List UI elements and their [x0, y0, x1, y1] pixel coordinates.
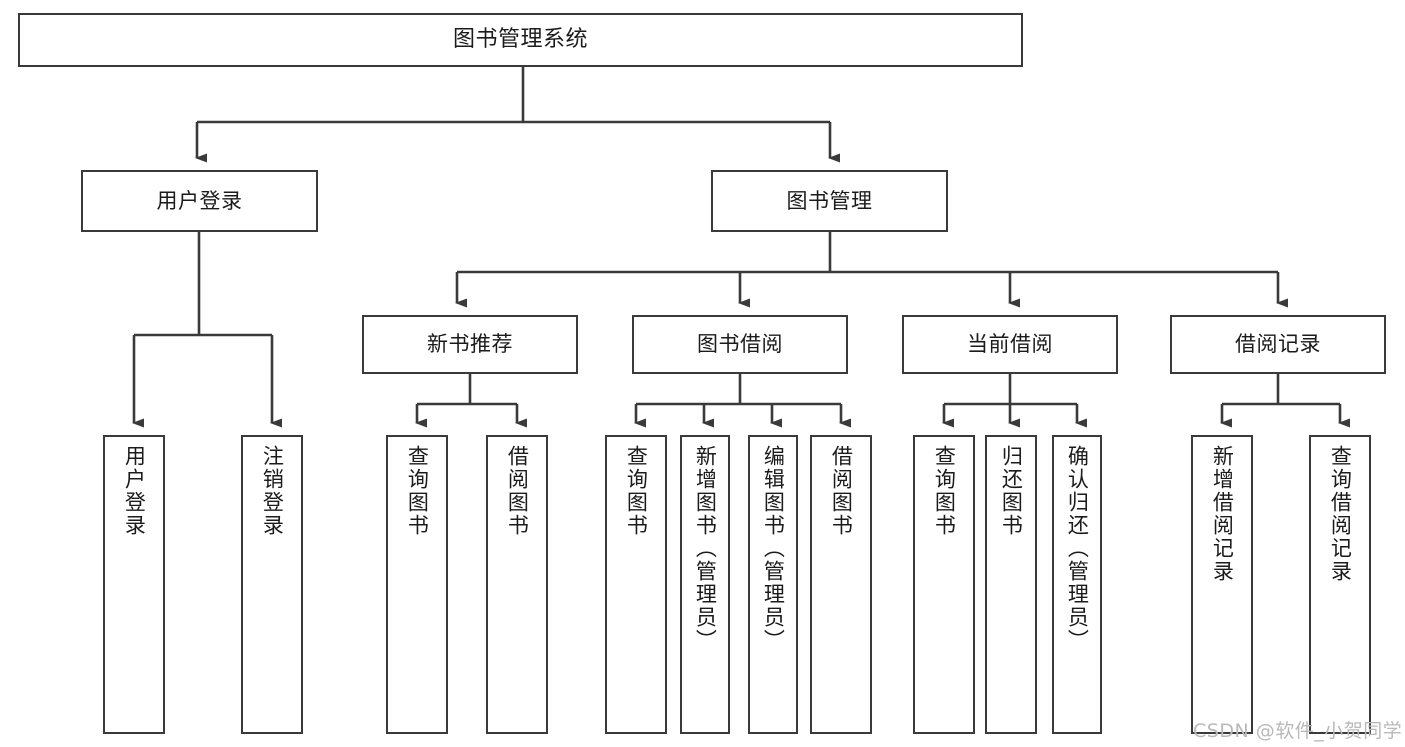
- leaf-borrow-book-recommendation[interactable]: 借阅图书: [486, 435, 548, 734]
- node-book-management[interactable]: 图书管理: [711, 170, 948, 232]
- node-label: 图书借阅: [697, 332, 783, 357]
- leaf-edit-book-admin[interactable]: 编辑图书（管理员）: [748, 435, 798, 734]
- node-current-borrowing[interactable]: 当前借阅: [902, 315, 1118, 374]
- node-label: 归还图书: [999, 445, 1024, 537]
- node-user-login[interactable]: 用户登录: [81, 170, 318, 232]
- node-label: 查询图书: [624, 445, 649, 537]
- node-label: 新书推荐: [427, 332, 513, 357]
- node-label: 用户登录: [156, 188, 243, 213]
- node-root-system[interactable]: 图书管理系统: [18, 13, 1023, 67]
- node-label: 借阅图书: [505, 445, 530, 537]
- leaf-query-book-borrowing[interactable]: 查询图书: [605, 435, 667, 734]
- leaf-add-borrow-record[interactable]: 新增借阅记录: [1191, 435, 1253, 734]
- node-label: 查询图书: [405, 445, 430, 537]
- node-label: 借阅记录: [1235, 332, 1321, 357]
- leaf-query-book-current[interactable]: 查询图书: [913, 435, 975, 734]
- node-label: 当前借阅: [967, 332, 1053, 357]
- node-label: 编辑图书（管理员）: [761, 445, 786, 652]
- node-label: 借阅图书: [829, 445, 854, 537]
- leaf-return-book[interactable]: 归还图书: [985, 435, 1037, 734]
- node-label: 图书管理系统: [452, 26, 588, 52]
- node-borrow-records[interactable]: 借阅记录: [1170, 315, 1386, 374]
- leaf-logout[interactable]: 注销登录: [241, 435, 303, 734]
- node-label: 用户登录: [122, 445, 147, 537]
- leaf-query-borrow-record[interactable]: 查询借阅记录: [1309, 435, 1371, 734]
- node-label: 新增图书（管理员）: [693, 445, 718, 652]
- leaf-borrow-book-borrowing[interactable]: 借阅图书: [810, 435, 872, 734]
- leaf-query-book-recommendation[interactable]: 查询图书: [386, 435, 448, 734]
- node-label: 新增借阅记录: [1210, 445, 1235, 583]
- leaf-user-login[interactable]: 用户登录: [103, 435, 165, 734]
- node-label: 查询图书: [932, 445, 957, 537]
- node-label: 图书管理: [786, 188, 873, 213]
- leaf-add-book-admin[interactable]: 新增图书（管理员）: [680, 435, 730, 734]
- node-book-borrowing[interactable]: 图书借阅: [632, 315, 848, 374]
- node-label: 注销登录: [260, 445, 285, 537]
- node-new-book-recommendation[interactable]: 新书推荐: [362, 315, 578, 374]
- csdn-watermark: CSDN @软件_小贺同学: [1193, 720, 1403, 742]
- node-label: 查询借阅记录: [1328, 445, 1353, 583]
- node-label: 确认归还（管理员）: [1065, 445, 1090, 652]
- leaf-confirm-return-admin[interactable]: 确认归还（管理员）: [1052, 435, 1102, 734]
